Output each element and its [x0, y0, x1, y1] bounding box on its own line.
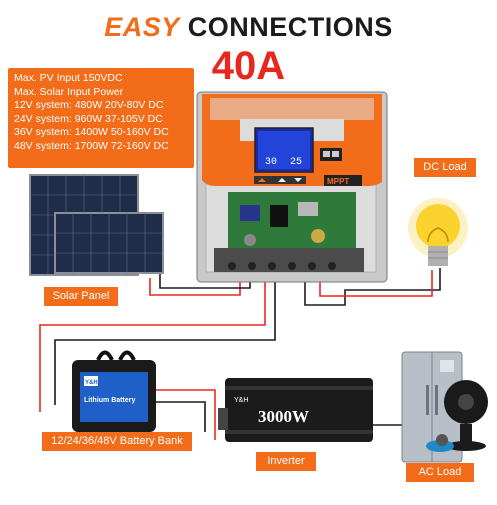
- spec-line: Max. Solar Input Power: [14, 85, 124, 98]
- solar-panel-label: Solar Panel: [44, 287, 118, 306]
- fan-icon: [444, 380, 488, 451]
- dc-load-label: DC Load: [414, 158, 476, 177]
- spec-line: 48V system: 1700W 72-160V DC: [14, 139, 169, 152]
- battery-brand: Y&H: [85, 380, 98, 386]
- mppt-controller-icon: [196, 91, 388, 283]
- battery-name: Lithium Battery: [84, 397, 135, 404]
- inverter-label: Inverter: [256, 452, 316, 471]
- inverter-power: 3000W: [258, 407, 309, 426]
- battery-bank-label: 12/24/36/48V Battery Bank: [42, 432, 192, 451]
- specs-panel: Max. PV Input 150VDC Max. Solar Input Po…: [8, 68, 194, 168]
- inverter-brand: Y&H: [234, 397, 248, 404]
- spec-line: 24V system: 960W 37-105V DC: [14, 112, 163, 125]
- refrigerator-icon: [401, 351, 463, 463]
- solar-panel-icon: [29, 174, 164, 276]
- spec-line: Max. PV Input 150VDC: [14, 72, 123, 84]
- ac-load-label: AC Load: [406, 463, 474, 482]
- amperage-heading: 40A: [211, 44, 286, 88]
- battery-icon: [72, 350, 156, 432]
- inverter-icon: [218, 378, 373, 442]
- mppt-badge: MPPT: [327, 177, 349, 186]
- light-bulb-icon: [408, 198, 468, 266]
- spec-line: 12V system: 480W 20V-80V DC: [14, 99, 164, 112]
- vacuum-cleaner-icon: [426, 434, 454, 452]
- lcd-left-readout: 30: [265, 157, 277, 168]
- lcd-right-readout: 25: [290, 157, 302, 168]
- title-connections: CONNECTIONS: [187, 12, 393, 42]
- title-easy: EASY: [104, 12, 180, 42]
- spec-line: 36V system: 1400W 50-160V DC: [14, 126, 169, 139]
- wires: [39, 268, 441, 440]
- page-title: EASY CONNECTIONS: [0, 12, 497, 43]
